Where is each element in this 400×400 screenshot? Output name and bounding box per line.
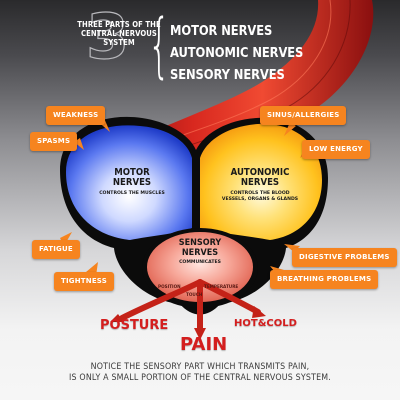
callout-spasms: SPASMS [30, 132, 78, 151]
callout-weakness: WEAKNESS [46, 106, 106, 125]
sensory-branch-touch: TOUCH [186, 292, 203, 297]
three-numeral: 3 [85, 0, 130, 73]
callout-low-energy: LOW ENERGY [302, 140, 370, 159]
sensory-lobe-label: SENSORY NERVES COMMUNICATES [166, 238, 234, 266]
brace-glyph: { [148, 4, 171, 86]
motor-lobe-subtitle: CONTROLS THE MUSCLES [99, 191, 165, 196]
callout-sinus-allergies: SINUS/ALLERGIES [260, 106, 347, 125]
hotcold-branch [197, 279, 261, 315]
callout-digestive-problems: DIGESTIVE PROBLEMS [292, 248, 397, 267]
sensory-lobe [147, 232, 253, 302]
header-part-sensory: SENSORY NERVES [170, 68, 285, 83]
motor-lobe-title: MOTOR NERVES [112, 167, 152, 188]
header-part-motor: MOTOR NERVES [170, 24, 273, 39]
motor-lobe [66, 125, 192, 240]
output-hot-cold: HOT&COLD [234, 318, 297, 329]
sensory-lobe-title: SENSORY NERVES [178, 238, 222, 258]
motor-lobe-label: MOTOR NERVES CONTROLS THE MUSCLES [96, 168, 168, 197]
header-part-autonomic: AUTONOMIC NERVES [170, 46, 304, 61]
footer-line-2: IS ONLY A SMALL PORTION OF THE CENTRAL N… [69, 373, 331, 383]
posture-branch [119, 279, 203, 321]
output-posture: POSTURE [100, 318, 169, 333]
autonomic-lobe-title: AUTONOMIC NERVES [230, 167, 290, 188]
autonomic-lobe-label: AUTONOMIC NERVES CONTROLS THE BLOOD VESS… [218, 168, 302, 203]
autonomic-lobe-subtitle: CONTROLS THE BLOOD VESSELS, ORGANS & GLA… [221, 191, 299, 202]
callout-breathing-problems: BREATHING PROBLEMS [270, 270, 379, 289]
sensory-branch-temperature: TEMPERATURE [204, 284, 239, 289]
output-pain: PAIN [180, 334, 228, 355]
autonomic-lobe [200, 123, 322, 240]
sensory-lobe-subtitle: COMMUNICATES [179, 260, 221, 265]
callout-fatigue: FATIGUE [32, 240, 80, 259]
three-parts-caption: THREE PARTS OF THE CENTRAL NERVOUS SYSTE… [77, 20, 161, 47]
sensory-branch-position: POSITION [158, 284, 181, 289]
footer-notice: NOTICE THE SENSORY PART WHICH TRANSMITS … [53, 362, 347, 384]
callout-tightness: TIGHTNESS [54, 272, 114, 291]
footer-line-1: NOTICE THE SENSORY PART WHICH TRANSMITS … [90, 362, 310, 372]
